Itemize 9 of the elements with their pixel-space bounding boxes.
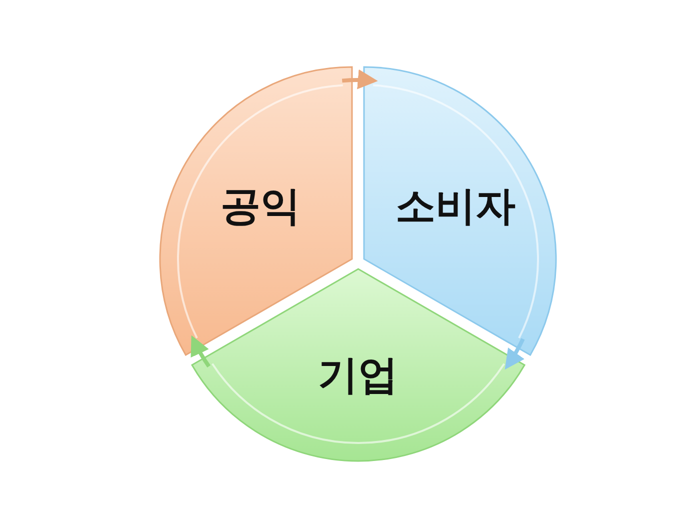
cycle-segment bbox=[192, 269, 524, 461]
segment-label: 공익 bbox=[220, 182, 300, 232]
cycle-arrow bbox=[504, 338, 525, 370]
cycle-segment bbox=[364, 66, 556, 354]
cycle-arrow bbox=[191, 335, 211, 368]
segment-label: 소비자 bbox=[395, 182, 516, 232]
segment-label: 기업 bbox=[318, 351, 398, 400]
cycle-arrow bbox=[342, 70, 378, 90]
cycle-segment bbox=[160, 66, 352, 354]
